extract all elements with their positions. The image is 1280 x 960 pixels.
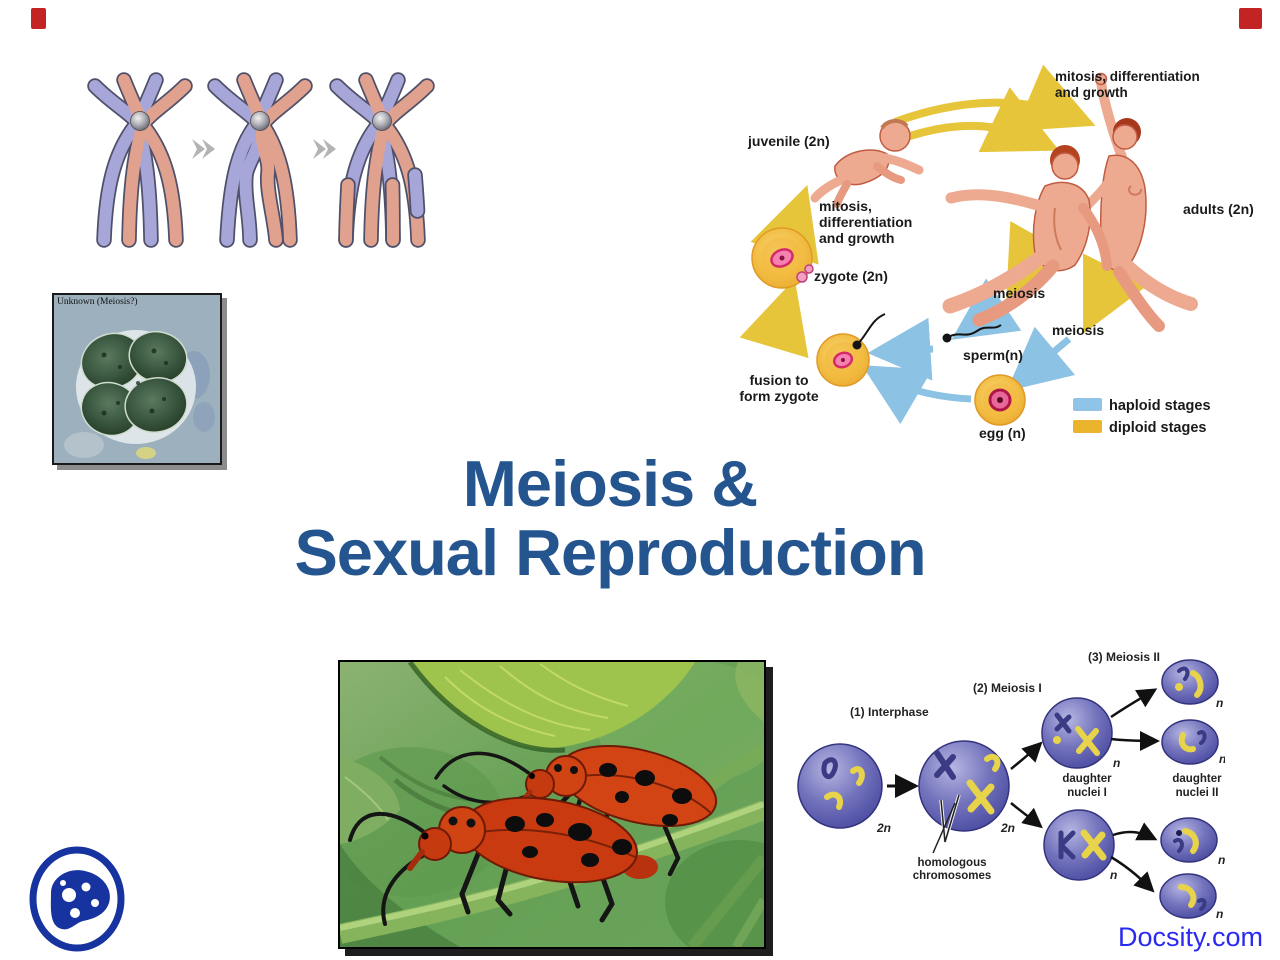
label-zygote: zygote (2n) xyxy=(814,268,888,284)
label-daughter2-2: nuclei II xyxy=(1176,787,1219,799)
slide-title-line2: Sexual Reproduction xyxy=(294,516,926,589)
meiosis-stages-diagram: (1) Interphase (2) Meiosis I (3) Meiosis… xyxy=(797,650,1225,921)
label-meiosis1: (2) Meiosis I xyxy=(973,681,1042,695)
ploidy-cell2: 2n xyxy=(1000,821,1015,835)
sperm-cell xyxy=(942,324,1002,343)
label-fusion-1: fusion to xyxy=(749,372,808,388)
label-adults: adults (2n) xyxy=(1183,201,1254,217)
label-mitosis-left-2: differentiation xyxy=(819,214,912,230)
label-meiosis-2: meiosis xyxy=(1052,322,1104,338)
label-homologous-2: chromosomes xyxy=(913,870,992,882)
red-mark-left xyxy=(31,8,46,29)
label-daughter1-2: nuclei I xyxy=(1067,787,1107,799)
legend-haploid-label: haploid stages xyxy=(1109,398,1211,414)
life-cycle-legend: haploid stages diploid stages xyxy=(1073,398,1211,436)
micrograph-caption: Unknown (Meiosis?) xyxy=(57,297,138,307)
slide-title: Meiosis & Sexual Reproduction xyxy=(280,449,940,587)
beetle-female xyxy=(348,796,658,926)
label-egg: egg (n) xyxy=(979,425,1026,441)
label-homologous-1: homologous xyxy=(918,857,987,869)
beetles-photo-image xyxy=(340,662,764,947)
ploidy-d2-3: n xyxy=(1218,853,1225,867)
docsity-logo-icon xyxy=(29,846,125,952)
ploidy-cell1: 2n xyxy=(876,821,891,835)
ploidy-d2-2: n xyxy=(1219,752,1225,766)
haploid-swatch xyxy=(1073,398,1102,411)
tetrad-crossing xyxy=(207,72,313,248)
diploid-swatch xyxy=(1073,420,1102,433)
legend-diploid-label: diploid stages xyxy=(1109,420,1207,436)
label-fusion-2: form zygote xyxy=(739,388,819,404)
label-sperm: sperm(n) xyxy=(963,347,1023,363)
juvenile-figure xyxy=(810,118,924,208)
tetrad-recombinant xyxy=(337,80,427,248)
crossing-over-figure xyxy=(80,72,440,248)
tetrad-before xyxy=(95,80,185,240)
label-mitosis-top-2: and growth xyxy=(1055,85,1128,100)
label-mitosis-left-3: and growth xyxy=(819,230,894,246)
label-interphase: (1) Interphase xyxy=(850,705,929,719)
meiosis1-cell xyxy=(918,740,1010,843)
homologous-pointer-line xyxy=(932,802,956,854)
label-meiosis-1: meiosis xyxy=(993,285,1045,301)
zygote-cell xyxy=(751,227,814,289)
label-daughter2-1: daughter xyxy=(1172,773,1222,785)
adults-figure xyxy=(942,72,1198,332)
label-meiosis2: (3) Meiosis II xyxy=(1088,650,1160,664)
interphase-cell xyxy=(797,743,883,829)
life-cycle-diagram: mitosis, differentiation and growth juve… xyxy=(739,64,1254,441)
label-mitosis-top-1: mitosis, differentiation xyxy=(1055,69,1200,84)
step-arrow-icon xyxy=(313,139,336,159)
ploidy-d2-1: n xyxy=(1216,696,1223,710)
daughter-nuclei-1-bottom xyxy=(1043,809,1115,881)
step-arrow-icon xyxy=(192,139,215,159)
slide-title-line1: Meiosis & xyxy=(462,447,758,520)
label-mitosis-left-1: mitosis, xyxy=(819,198,872,214)
ploidy-d2-4: n xyxy=(1216,907,1223,921)
egg-cell xyxy=(974,374,1026,426)
meiosis-micrograph: Unknown (Meiosis?) xyxy=(52,293,222,465)
docsity-watermark[interactable]: Docsity.com xyxy=(1118,922,1264,952)
beetle-male xyxy=(434,745,718,877)
label-daughter1-1: daughter xyxy=(1062,773,1112,785)
fusion-cell xyxy=(816,313,886,387)
ploidy-d1-top: n xyxy=(1113,756,1120,770)
ploidy-d1-bottom: n xyxy=(1110,868,1117,882)
daughter-nuclei-2-cells xyxy=(1159,659,1219,919)
daughter-nuclei-1-top xyxy=(1041,697,1113,769)
label-juvenile: juvenile (2n) xyxy=(747,133,830,149)
mating-beetles-photo xyxy=(338,660,766,949)
red-mark-right xyxy=(1239,8,1262,29)
tetrad-cells-image xyxy=(54,295,220,463)
